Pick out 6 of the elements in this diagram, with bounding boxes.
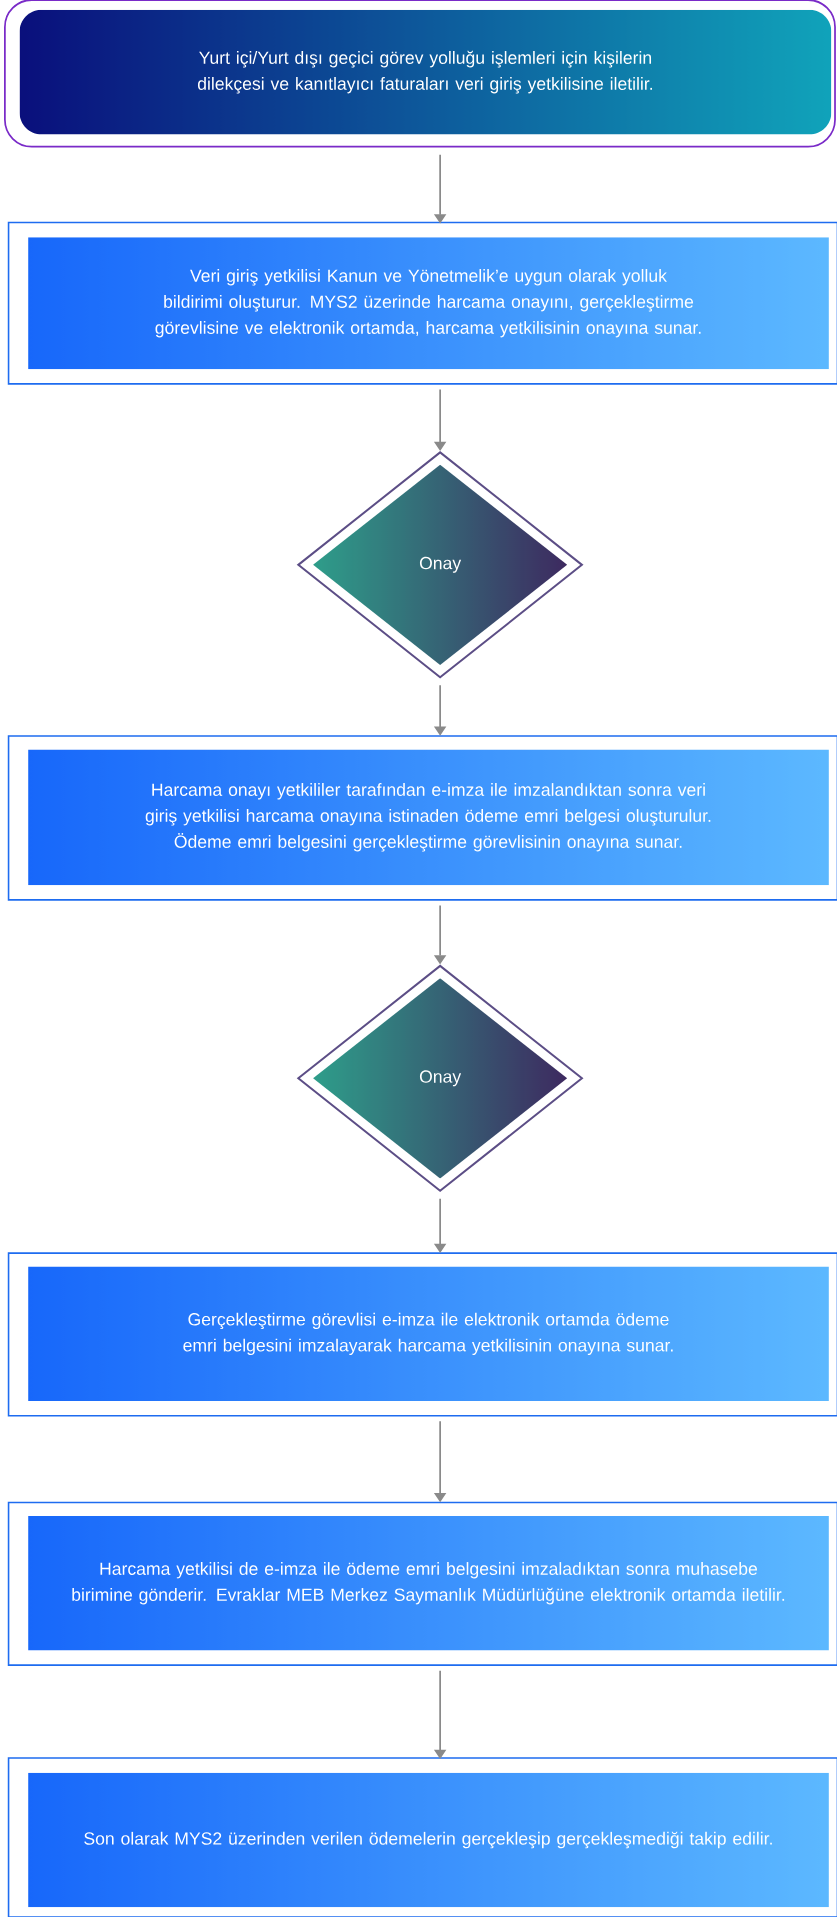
process-box: Harcama yetkilisi de e-imza ile ödeme emri belgesini imzaladıktan sonra muhasebe birimine gönderir. Evraklar MEB Merkez Saymanlık Müdürlüğüne elektronik ortamda iletilir. <box>7 1501 837 1666</box>
process-box: Gerçekleştirme görevlisi e-imza ile elektronik ortamda ödeme emri belgesini imzalayarak harcama yetkilisinin onayına sunar. <box>7 1252 837 1417</box>
process-box: Harcama onayı yetkililer tarafından e-imza ile imzalandıktan sonra veri giriş yetkilisi harcama onayına istinaden ödeme emri belgesi oluşturulur. Ödeme emri belgesini gerçekleştirme görevlisinin onayına sunar. <box>7 735 837 901</box>
start-box: Yurt içi/Yurt dışı geçici görev yolluğu işlemleri için kişilerin dilekçesi ve kanıtlayıcı faturaları veri giriş yetkilisine iletilir. <box>3 0 836 148</box>
process-box: Veri giriş yetkilisi Kanun ve Yönetmelik’e uygun olarak yolluk bildirimi oluşturur. MYS2 üzerinde harcama onayını, gerçekleştirme görevlisine ve elektronik ortamda, harcama yetkilisinin onayına sunar. <box>7 221 837 385</box>
process-box: Son olarak MYS2 üzerinden verilen ödemelerin gerçekleşip gerçekleşmediği takip edilir. <box>7 1757 837 1917</box>
